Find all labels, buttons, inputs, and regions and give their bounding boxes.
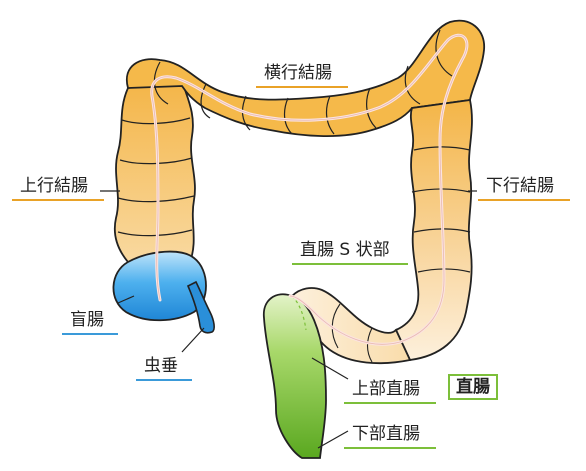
label-rectum-boxed: 直腸: [448, 374, 498, 400]
descending-colon: [394, 98, 473, 361]
rectum: [263, 293, 327, 459]
label-transverse-colon: 横行結腸: [264, 63, 332, 83]
underline-cecum: [62, 333, 118, 335]
cecum: [112, 250, 207, 322]
label-ascending-colon: 上行結腸: [20, 176, 88, 196]
label-cecum: 盲腸: [70, 310, 104, 330]
underline-descending-colon: [478, 199, 570, 201]
label-descending-colon: 下行結腸: [486, 176, 554, 196]
label-upper-rectum: 上部直腸: [352, 379, 420, 399]
underline-upper-rectum: [344, 402, 436, 404]
label-lower-rectum: 下部直腸: [352, 424, 420, 444]
underline-rectosigmoid: [292, 263, 408, 265]
underline-appendix: [136, 379, 192, 381]
underline-transverse-colon: [256, 86, 348, 88]
appendix: [186, 280, 215, 334]
underline-lower-rectum: [344, 447, 436, 449]
underline-ascending-colon: [12, 199, 104, 201]
leader-lines: [100, 190, 477, 449]
lumen-line-edge: [151, 34, 468, 345]
label-appendix: 虫垂: [144, 356, 178, 376]
transverse-colon: [125, 19, 485, 137]
label-rectosigmoid: 直腸 S 状部: [300, 240, 390, 260]
